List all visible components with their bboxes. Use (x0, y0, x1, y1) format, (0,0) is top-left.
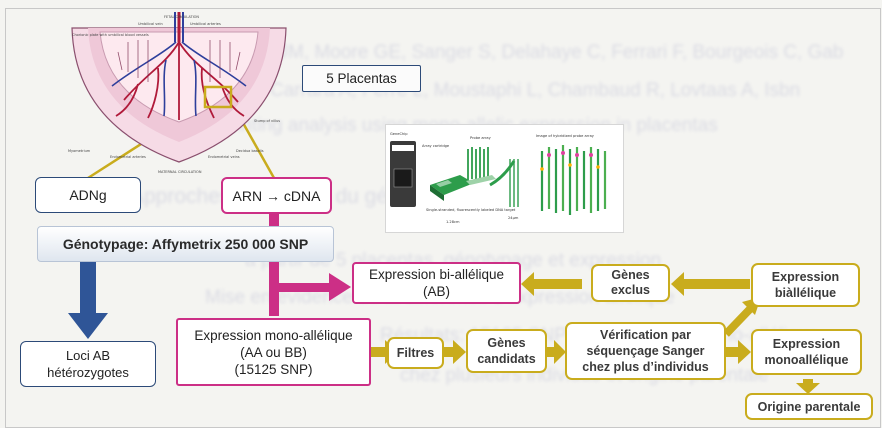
array-label: Image of hybridized probe array (536, 134, 595, 138)
gold-arrow-head (453, 340, 466, 364)
genes-candidats-line: Gènes (487, 336, 526, 350)
placenta-title-box: 5 Placentas (302, 65, 421, 92)
placenta-label: Stump of villus (254, 119, 280, 123)
array-label: Probe array (470, 136, 492, 140)
expression-monoallelique-line: Expression (772, 337, 841, 351)
genotypage-box: Génotypage: Affymetrix 250 000 SNP (37, 226, 334, 262)
mono-allelic-box: Expression mono-allélique (AA ou BB) (15… (176, 318, 371, 386)
expression-biallelique-line: biàllélique (774, 286, 837, 300)
blue-arrow-shaft (80, 262, 96, 316)
loci-ab-line: hétérozygotes (47, 365, 129, 380)
arn-cdna-label: ARN → cDNA (232, 187, 321, 204)
gold-arrow-shaft (547, 347, 556, 357)
origine-parentale-label: Origine parentale (757, 399, 861, 414)
placenta-label: Umbilical vein (138, 22, 163, 26)
gold-arrow-head (671, 272, 684, 296)
gold-arrow-shaft (371, 347, 388, 357)
verification-box: Vérification par séquençage Sanger chez … (565, 322, 726, 380)
mono-allelic-line: Expression mono-allélique (194, 327, 353, 343)
background-text-line: à partir de 5 placentas, génotypage et e… (245, 250, 662, 271)
genes-candidats-line: candidats (477, 352, 536, 366)
gold-arrow-shaft (532, 279, 582, 289)
placenta-illustration: FETAL CIRCULATION Umbilical vein Umbilic… (68, 12, 287, 174)
placenta-label: FETAL CIRCULATION (164, 15, 199, 19)
background-text-line: Frost JM, Moore GE, Sanger S, Delahaye C… (230, 42, 844, 63)
gold-arrow-head (796, 383, 820, 394)
genes-exclus-box: Gènes exclus (591, 264, 670, 302)
gold-diagonal-shaft (723, 306, 753, 337)
verification-line: chez plus d’individus (582, 360, 709, 374)
expression-biallelique-box: Expression biàllélique (751, 263, 860, 307)
placenta-label: Endometrial veins (208, 155, 240, 159)
mono-allelic-line: (15125 SNP) (234, 361, 313, 377)
gold-arrow-shaft (444, 347, 456, 357)
placenta-label: MATERNAL CIRCULATION (158, 170, 202, 174)
adng-label: ADNg (69, 187, 107, 203)
blue-arrow-head (68, 313, 108, 339)
pink-vertical-line (269, 213, 279, 316)
array-diagram: GeneChip Array cartridge Probe array Sin… (390, 132, 607, 224)
bi-allelic-box: Expression bi-allélique (AB) (352, 262, 521, 304)
genes-candidats-box: Gènes candidats (466, 329, 547, 373)
placenta-label: Myometrium (68, 149, 91, 153)
gold-arrow-head (554, 340, 566, 364)
arn-cdna-box: ARN → cDNA (221, 177, 332, 214)
pink-arrow-up-head (329, 273, 351, 301)
placenta-label: Chorionic plate with umbilical blood ves… (72, 33, 149, 37)
pink-arrow-up-shaft (269, 283, 333, 292)
gold-arrow-head (521, 272, 534, 296)
gold-arrow-shaft (682, 279, 750, 289)
array-label: GeneChip (390, 132, 408, 136)
bi-allelic-line: Expression bi-allélique (368, 267, 505, 282)
adng-box: ADNg (35, 177, 141, 213)
filtres-label: Filtres (396, 346, 435, 360)
affymetrix-array-image: GeneChip Array cartridge Probe array Sin… (385, 124, 624, 233)
gold-arrow-shaft (803, 379, 813, 385)
expression-monoallelique-box: Expression monoallélique (751, 329, 862, 375)
array-label: 24µm (508, 216, 519, 220)
genotypage-label: Génotypage: Affymetrix 250 000 SNP (62, 236, 309, 252)
placenta-label: Umbilical arteries (190, 22, 221, 26)
genes-exclus-line: exclus (611, 283, 650, 297)
gold-arrow-shaft (726, 347, 740, 357)
array-label: Single-stranded, fluorescently labeled D… (426, 208, 516, 212)
loci-ab-box: Loci AB hétérozygotes (20, 341, 156, 387)
expression-monoallelique-line: monoallélique (764, 353, 849, 367)
genes-exclus-line: Gènes (611, 268, 650, 282)
verification-line: Vérification par (600, 328, 691, 342)
placenta-label: Decidua basalis (236, 149, 264, 153)
bi-allelic-line: (AB) (423, 284, 450, 299)
array-label: Array cartridge (422, 144, 450, 148)
loci-ab-line: Loci AB (65, 348, 111, 363)
mono-allelic-line: (AA ou BB) (240, 344, 307, 360)
origine-parentale-box: Origine parentale (745, 393, 873, 420)
verification-line: séquençage Sanger (586, 344, 705, 358)
filtres-box: Filtres (387, 337, 444, 369)
placenta-label: Endometrial arteries (110, 155, 146, 159)
array-label: 1.28cm (446, 220, 460, 224)
gold-arrow-head (738, 340, 751, 364)
expression-biallelique-line: Expression (771, 270, 840, 284)
